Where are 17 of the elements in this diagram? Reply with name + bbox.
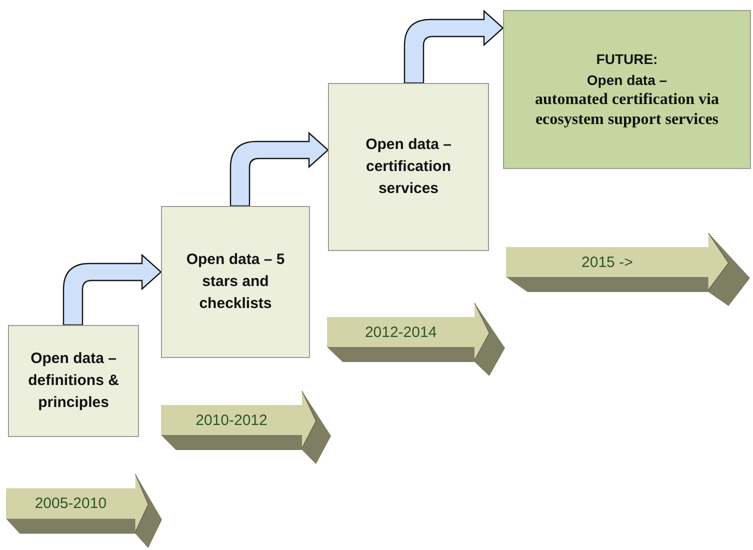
stage-box	[161, 206, 310, 358]
box-text: Open data – definitions & principles	[27, 349, 120, 413]
box-text: automated certification via ecosystem support services	[534, 90, 720, 130]
stage-box	[503, 10, 751, 169]
box-text: Open data – certification services	[364, 135, 452, 199]
box-text: FUTURE:	[596, 50, 658, 70]
stage-box	[8, 325, 139, 437]
period-label: 2005-2010	[34, 494, 108, 514]
box-text: Open data – 5 stars and checklists	[185, 250, 286, 314]
period-label: 2015 ->	[580, 252, 634, 272]
period-label: 2010-2012	[194, 410, 268, 430]
bent-arrow	[230, 132, 329, 207]
box-text: Open data –	[586, 70, 668, 90]
period-label: 2012-2014	[364, 322, 438, 342]
bent-arrow	[62, 254, 162, 326]
bent-arrow	[404, 10, 504, 84]
stage-box	[328, 83, 489, 251]
